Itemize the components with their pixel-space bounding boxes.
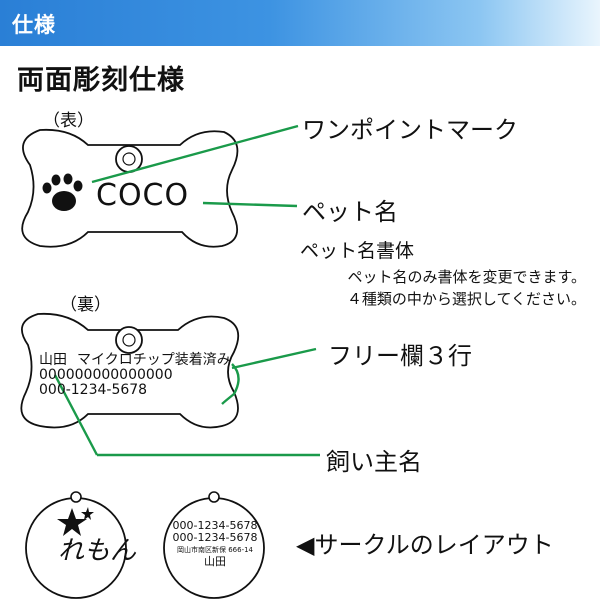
circle-layout-caption: ◀サークルのレイアウト xyxy=(296,531,554,559)
callout-free-field: フリー欄３行 xyxy=(328,342,472,370)
circle-tag-right xyxy=(163,491,265,599)
front-side-label: （表） xyxy=(43,111,94,131)
back-owner-name: 山田 xyxy=(39,352,67,368)
font-note-line1: ペット名のみ書体を変更できます。 xyxy=(347,268,586,286)
circle-right-owner: 山田 xyxy=(204,555,226,568)
font-note-title: ペット名書体 xyxy=(300,240,415,262)
section-title: 両面彫刻仕様 xyxy=(17,65,185,96)
header-bar xyxy=(0,0,600,46)
paw-icon xyxy=(42,173,83,211)
back-side-label: （裏） xyxy=(60,295,111,315)
circle-right-address: 岡山市南区新保 666-14 xyxy=(176,546,254,554)
circle-left-pet-name: れもん xyxy=(58,536,137,566)
star-icon xyxy=(57,507,94,536)
callout-one-point-mark: ワンポイントマーク xyxy=(302,116,518,144)
back-bone-tag xyxy=(20,312,240,429)
leader-lines xyxy=(53,124,320,457)
circle-right-line2: 000-1234-5678 xyxy=(172,531,258,544)
front-bone-tag xyxy=(21,128,239,248)
font-note-line2: ４種類の中から選択してください。 xyxy=(346,290,586,308)
front-pet-name: COCO xyxy=(96,178,190,213)
back-line2: 000000000000000 xyxy=(39,367,173,383)
back-line1: マイクロチップ装着済み xyxy=(77,352,231,368)
header-title: 仕様 xyxy=(12,13,56,37)
circle-right-line1: 000-1234-5678 xyxy=(172,519,258,532)
callout-pet-name: ペット名 xyxy=(302,198,398,226)
callout-owner-name: 飼い主名 xyxy=(326,448,422,476)
back-engraving-text: 山田マイクロチップ装着済み 000000000000000 000-1234-5… xyxy=(39,353,231,398)
circle-tag-left xyxy=(25,491,127,599)
back-line3: 000-1234-5678 xyxy=(39,382,148,398)
circle-right-text: 000-1234-5678 000-1234-5678 岡山市南区新保 666-… xyxy=(170,520,260,568)
